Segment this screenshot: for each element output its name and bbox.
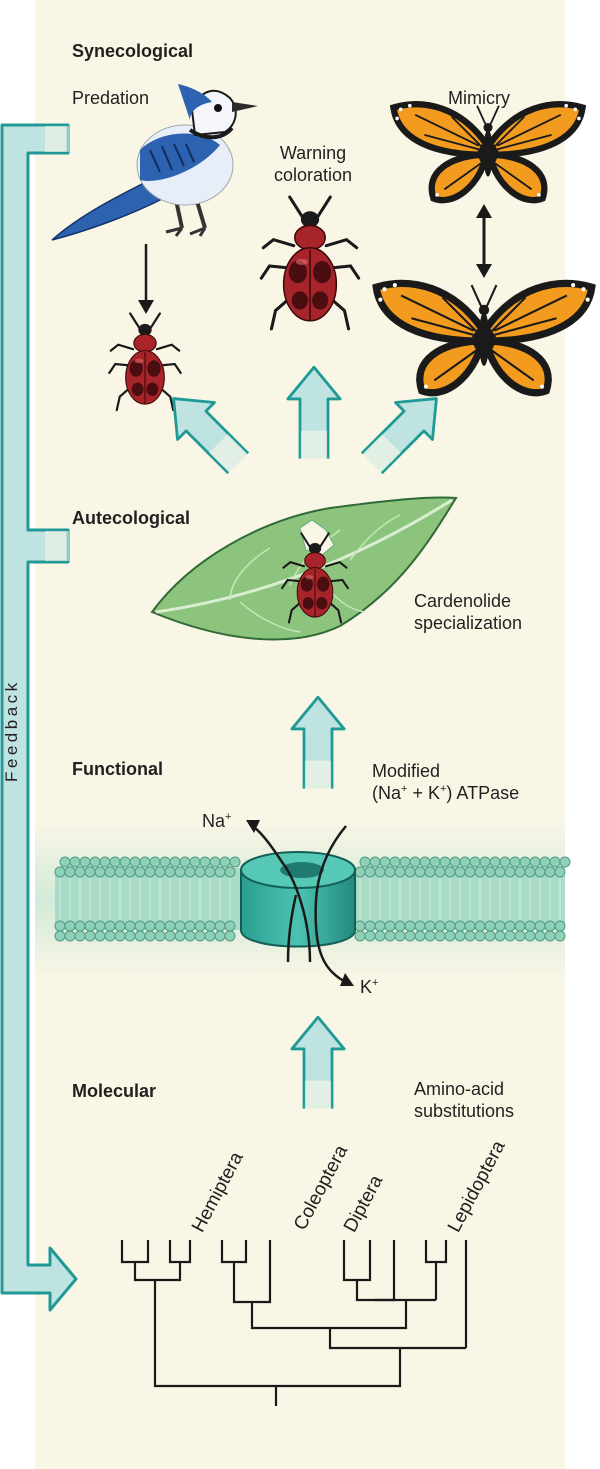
- ion-channel-icon: [240, 851, 356, 948]
- sodium-ion-path: [246, 820, 312, 963]
- label-modified-atpase: Modified (Na+ + K+) ATPase: [372, 760, 519, 807]
- label-warning-coloration: Warning coloration: [258, 142, 368, 186]
- label-predation: Predation: [72, 88, 150, 108]
- label-warning-line1: Warning: [279, 143, 347, 163]
- milkweed-beetle-icon: [261, 197, 358, 329]
- label-cardenolide-line1: Cardenolide: [414, 591, 512, 611]
- upward-arrow: [286, 365, 342, 462]
- cell-membrane: [35, 820, 571, 980]
- blue-jay-icon: [51, 84, 258, 241]
- feedback-arrow: [0, 123, 78, 1312]
- milkweed-beetle-icon: [107, 312, 183, 412]
- mimicry-arrow: [476, 204, 492, 278]
- label-amino-line1: Amino-acid: [414, 1079, 505, 1099]
- label-amino-acid-substitutions: Amino-acid substitutions: [414, 1078, 514, 1122]
- label-warning-line2: coloration: [273, 165, 353, 185]
- phylogeny-tree: [120, 1240, 468, 1406]
- label-na-ion: Na+: [202, 811, 232, 831]
- label-k-ion: K+: [360, 977, 379, 997]
- level-autecological: Autecological: [72, 508, 191, 528]
- label-amino-line2: substitutions: [414, 1101, 515, 1121]
- upward-arrow: [290, 695, 346, 793]
- milkweed-leaf-icon: [150, 496, 458, 641]
- predation-arrow: [138, 244, 154, 314]
- level-molecular: Molecular: [72, 1081, 157, 1101]
- monarch-butterfly-icon: [376, 283, 592, 393]
- potassium-ion-path: [286, 825, 354, 986]
- level-functional: Functional: [72, 759, 163, 779]
- upward-arrow: [290, 1015, 346, 1113]
- label-feedback: Feedback: [2, 679, 21, 782]
- viceroy-butterfly-icon: [393, 104, 582, 200]
- level-synecological: Synecological: [72, 41, 194, 61]
- label-cardenolide-line2: specialization: [414, 613, 523, 633]
- label-atpase-line2: (Na+ + K+) ATPase: [372, 783, 520, 803]
- label-mimicry: Mimicry: [448, 88, 510, 108]
- label-cardenolide-specialization: Cardenolide specialization: [414, 590, 522, 634]
- label-modified-line1: Modified: [372, 761, 441, 781]
